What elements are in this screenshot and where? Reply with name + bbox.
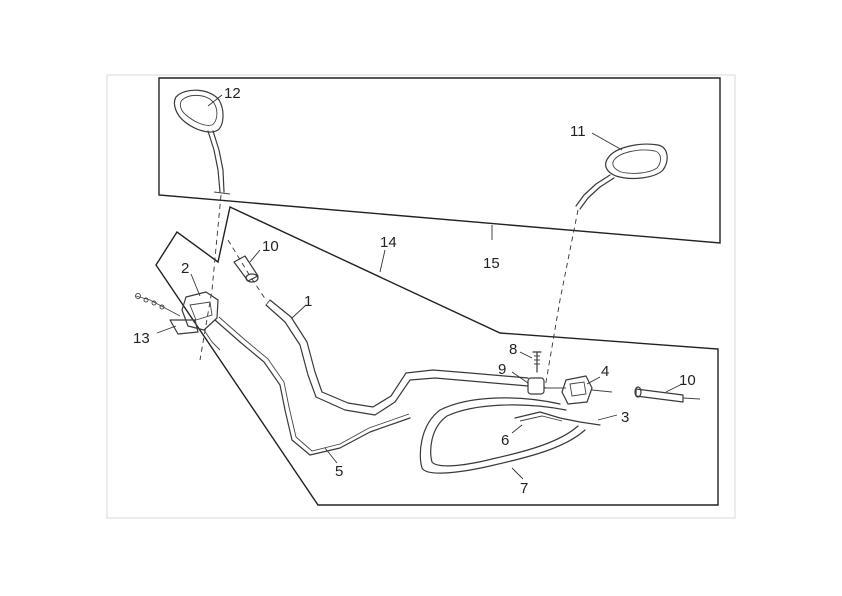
cable-5 [214,319,411,456]
cable-3-inner [519,415,563,422]
right-mirror [575,143,668,210]
callout-13: 13 [133,330,150,347]
leader-7 [511,467,524,480]
callout-7: 7 [520,480,528,497]
throttle-housing [527,351,545,395]
leader-9 [511,371,529,384]
callout-2: 2 [181,260,189,277]
left-switch [181,291,221,351]
leader-10b [665,383,683,393]
right-grip [634,386,701,403]
callout-12: 12 [224,85,241,102]
cable-loop [419,397,586,474]
outer-frame [106,74,736,519]
left-mirror [173,89,231,195]
left-lever [135,293,199,335]
leader-6 [511,424,523,434]
leader-4 [586,376,601,385]
callout-15: 15 [483,255,500,272]
handlebar [265,299,529,416]
leader-8 [519,351,533,359]
mirror-group-box [158,77,721,244]
callout-6: 6 [501,432,509,449]
assembly-line-grip [227,239,267,301]
callout-5: 5 [335,463,343,480]
callout-14: 14 [380,234,397,251]
left-grip [233,255,259,283]
leader-10a [249,249,261,263]
callout-11: 11 [570,123,586,140]
leader-12 [207,94,223,107]
callout-1: 1 [304,293,312,310]
handlebar-group-box [155,205,719,506]
callout-9: 9 [498,361,506,378]
leader-1 [291,304,307,319]
callout-10-right: 10 [679,372,696,389]
leader-14 [379,249,386,273]
assembly-line-right [544,209,579,389]
leader-5 [324,447,338,464]
leader-3 [597,414,618,421]
leader-2 [190,273,201,297]
cable-5-inner [218,316,410,452]
right-switch [544,375,613,405]
assembly-line-left [199,194,222,361]
leader-13 [156,325,177,334]
callout-4: 4 [601,363,609,380]
callout-10-left: 10 [262,238,279,255]
callout-3: 3 [621,409,629,426]
callout-8: 8 [509,341,517,358]
cable-3 [514,411,601,426]
leader-11 [591,132,623,151]
